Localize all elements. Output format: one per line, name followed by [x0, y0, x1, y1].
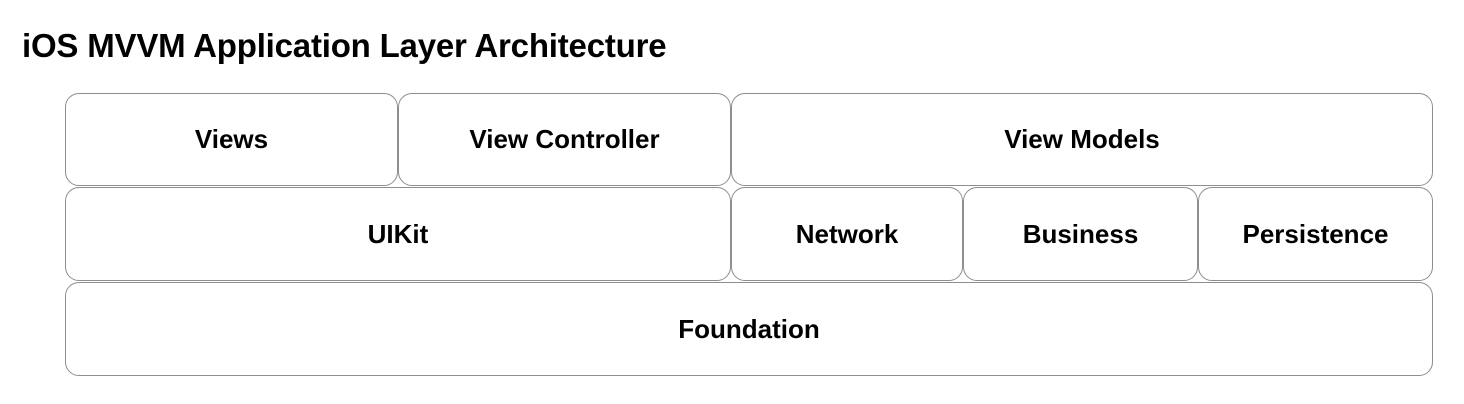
diagram-title: iOS MVVM Application Layer Architecture — [22, 27, 667, 64]
foundation-layer-label: Foundation — [678, 313, 820, 344]
network-layer-box: Network — [731, 187, 963, 281]
foundation-layer-box: Foundation — [65, 282, 1433, 376]
view-controller-layer-label: View Controller — [469, 124, 660, 154]
business-layer-box: Business — [963, 187, 1198, 281]
view-controller-layer-box: View Controller — [398, 93, 731, 186]
view-models-layer-label: View Models — [1004, 124, 1160, 154]
persistence-layer-box: Persistence — [1198, 187, 1433, 281]
persistence-layer-label: Persistence — [1242, 218, 1389, 249]
uikit-layer-label: UIKit — [367, 218, 429, 249]
views-layer-box: Views — [65, 93, 398, 186]
uikit-layer-box: UIKit — [65, 187, 731, 281]
views-layer-label: Views — [194, 124, 269, 154]
view-models-layer-box: View Models — [731, 93, 1433, 186]
business-layer-label: Business — [1022, 218, 1139, 249]
network-layer-label: Network — [795, 218, 899, 249]
